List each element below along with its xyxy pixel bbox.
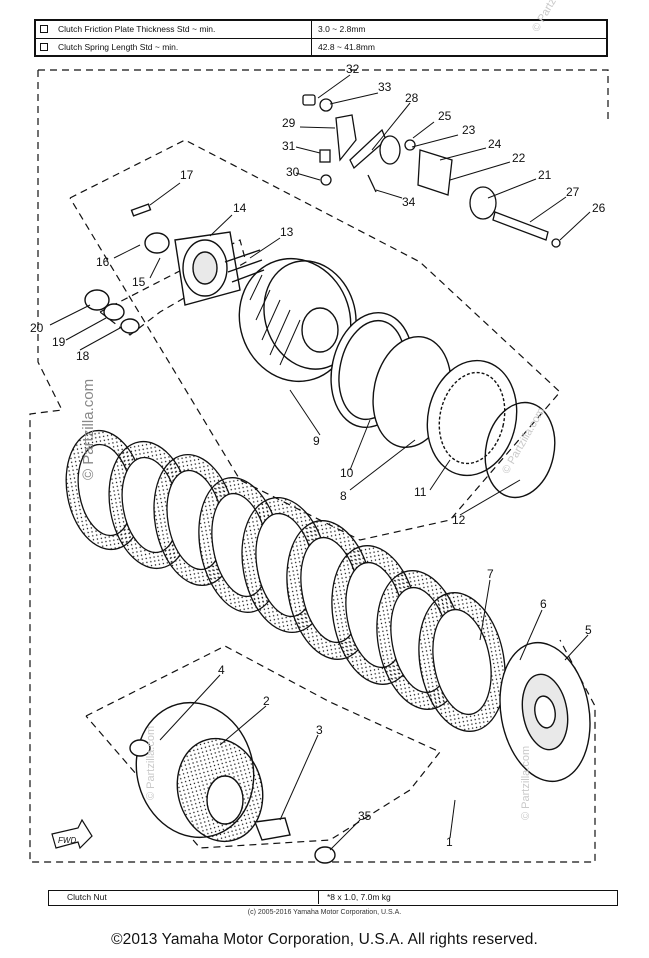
callout-6: 6	[540, 597, 547, 611]
callout-15: 15	[132, 275, 146, 289]
callout-numbers: 32 33 28 25 23 29 24 31 22 30 21 17 27 3…	[30, 62, 606, 849]
callout-35: 35	[358, 809, 372, 823]
copyright-notice: ©2013 Yamaha Motor Corporation, U.S.A. A…	[111, 931, 538, 948]
spec-marker-icon	[40, 43, 48, 51]
spec-label: Clutch Friction Plate Thickness Std ~ mi…	[36, 21, 312, 38]
ring-12	[484, 401, 556, 499]
clutch-housing	[238, 257, 357, 383]
callout-26: 26	[592, 201, 606, 215]
clutch-boss	[129, 701, 336, 864]
callout-16: 16	[96, 255, 110, 269]
callout-4: 4	[218, 663, 225, 677]
callout-33: 33	[378, 80, 392, 94]
pressure-plates	[330, 311, 556, 499]
callout-21: 21	[538, 168, 552, 182]
outer-dashed-outline	[29, 69, 609, 863]
callout-10: 10	[340, 466, 354, 480]
callout-28: 28	[405, 91, 419, 105]
leader-lines	[49, 74, 591, 851]
spec-label: Clutch Spring Length Std ~ min.	[36, 39, 312, 56]
spec-marker-icon	[40, 25, 48, 33]
callout-1: 1	[446, 835, 453, 849]
spec-table: Clutch Friction Plate Thickness Std ~ mi…	[34, 19, 608, 57]
callout-12: 12	[452, 513, 466, 527]
fwd-arrow-icon: FWD	[51, 818, 93, 850]
callout-2: 2	[263, 694, 270, 708]
callout-8: 8	[340, 489, 347, 503]
callout-29: 29	[282, 116, 296, 130]
callout-3: 3	[316, 723, 323, 737]
callout-7: 7	[487, 567, 494, 581]
watermark-bottom-left: © Partzilla.com	[145, 725, 157, 800]
release-mechanism	[302, 94, 561, 248]
callout-5: 5	[585, 623, 592, 637]
spec-row: Clutch Friction Plate Thickness Std ~ mi…	[36, 21, 606, 39]
pressure-plate-group-outline	[69, 139, 561, 541]
callout-17: 17	[180, 168, 194, 182]
callout-31: 31	[282, 139, 296, 153]
callout-32: 32	[346, 62, 360, 76]
footer-label: Clutch Nut	[49, 891, 319, 904]
callout-18: 18	[76, 349, 90, 363]
small-copyright: (c) 2005-2016 Yamaha Motor Corporation, …	[247, 909, 402, 916]
footer-value: *8 x 1.0, 7.0m kg	[327, 892, 391, 902]
fwd-label: FWD	[58, 836, 76, 845]
callout-25: 25	[438, 109, 452, 123]
footer-spec-table: Clutch Nut *8 x 1.0, 7.0m kg	[48, 890, 618, 906]
callout-34: 34	[402, 195, 416, 209]
callout-9: 9	[313, 434, 320, 448]
callout-22: 22	[512, 151, 526, 165]
spec-row: Clutch Spring Length Std ~ min. 42.8 ~ 4…	[36, 39, 606, 56]
pressure-plate	[499, 641, 591, 783]
friction-plate-stack	[65, 429, 506, 732]
spec-value: 42.8 ~ 41.8mm	[318, 42, 375, 52]
callout-11: 11	[414, 485, 427, 499]
callout-23: 23	[462, 123, 476, 137]
callout-27: 27	[566, 185, 580, 199]
watermark-left: © Partzilla.com	[80, 378, 97, 480]
spec-value: 3.0 ~ 2.8mm	[318, 24, 366, 34]
watermark-bottom-right: © Partzilla.com	[520, 745, 532, 820]
callout-20: 20	[30, 321, 44, 335]
callout-30: 30	[286, 165, 300, 179]
callout-24: 24	[488, 137, 502, 151]
cover-assembly	[84, 203, 265, 334]
callout-13: 13	[280, 225, 294, 239]
callout-19: 19	[52, 335, 66, 349]
callout-14: 14	[233, 201, 247, 215]
